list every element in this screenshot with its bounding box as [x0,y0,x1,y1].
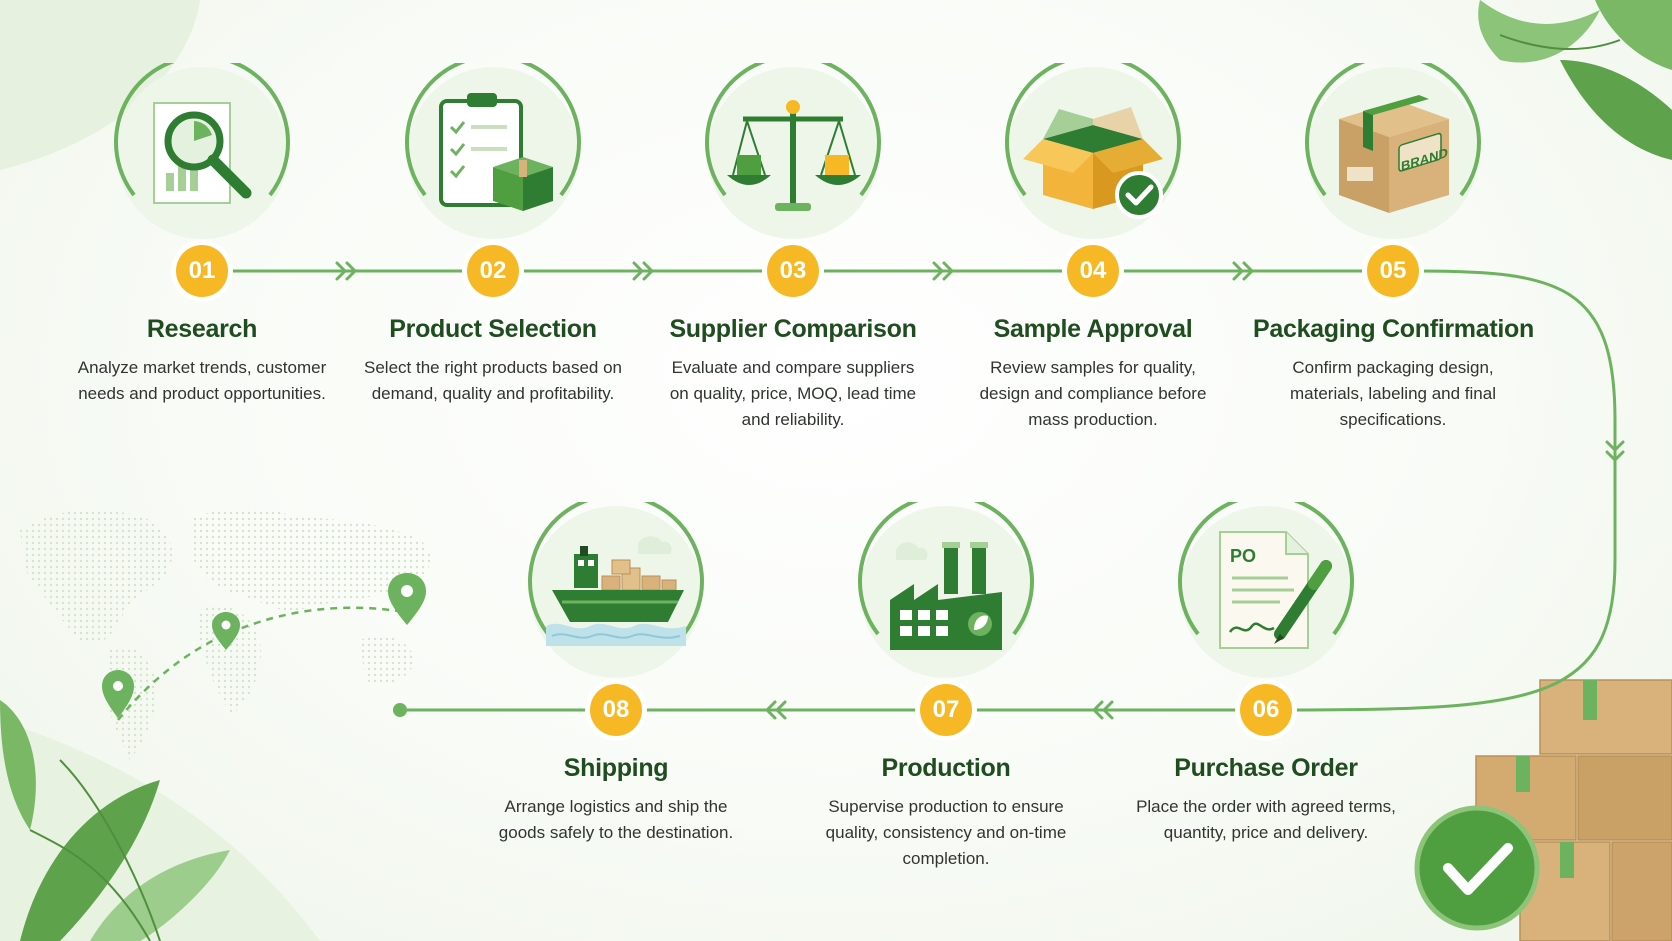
step-title: Product Selection [389,315,597,343]
location-pin-icon [212,612,240,650]
shipping-route [117,606,406,721]
corner-blob-top-left [0,0,200,170]
chevron-left-icon [765,700,787,720]
step-description: Supervise production to ensure quality, … [825,797,1067,868]
open-box-check-icon [1003,63,1183,243]
step-description: Place the order with agreed terms, quant… [1136,797,1396,842]
leaf-decoration-icon [0,700,230,941]
step-title: Research [146,315,258,343]
cargo-ship-icon [526,502,706,682]
balance-scale-icon [703,63,883,243]
step-description: Select the right products based on deman… [364,358,622,403]
chevron-left-icon [1092,700,1114,720]
step-title: Sample Approval [993,315,1193,343]
step-number-badge: 02 [467,245,519,297]
step-number-badge: 04 [1067,245,1119,297]
step-number-badge: 01 [176,245,228,297]
curve-connector [1291,269,1617,712]
route-start-dot [393,703,407,717]
step-number-badge: 05 [1367,245,1419,297]
step-description: Analyze market trends, customer needs an… [77,358,327,403]
leaf-decoration-icon [1478,0,1672,160]
step-number-badge: 06 [1240,684,1292,736]
step-title: Shipping [563,754,669,782]
step-description: Review samples for quality, design and c… [979,358,1207,429]
chevron-right-icon [932,261,954,281]
chevron-down-icon [1605,440,1625,462]
magnifier-report-icon [112,63,292,243]
step-number-badge: 08 [590,684,642,736]
chevron-right-icon [335,261,357,281]
chevron-right-icon [1232,261,1254,281]
step-description: Evaluate and compare suppliers on qualit… [669,358,917,429]
step-title: Supplier Comparison [669,315,917,343]
step-description: Arrange logistics and ship the goods saf… [498,797,734,842]
purchase-order-pen-icon: PO [1176,502,1356,682]
step-description: Confirm packaging design, materials, lab… [1289,358,1496,429]
factory-icon [856,502,1036,682]
step-title: Production [881,754,1011,782]
step-number-badge: 07 [920,684,972,736]
check-badge-icon [1414,805,1540,931]
step-title: Purchase Order [1174,754,1358,782]
location-pin-icon [388,573,426,625]
step-title: Packaging Confirmation [1253,315,1534,343]
chevron-right-icon [632,261,654,281]
branded-box-icon: BRAND [1303,63,1483,243]
step-number-badge: 03 [767,245,819,297]
po-label: PO [1230,546,1256,566]
location-pin-icon [102,670,134,718]
clipboard-box-icon [403,63,583,243]
